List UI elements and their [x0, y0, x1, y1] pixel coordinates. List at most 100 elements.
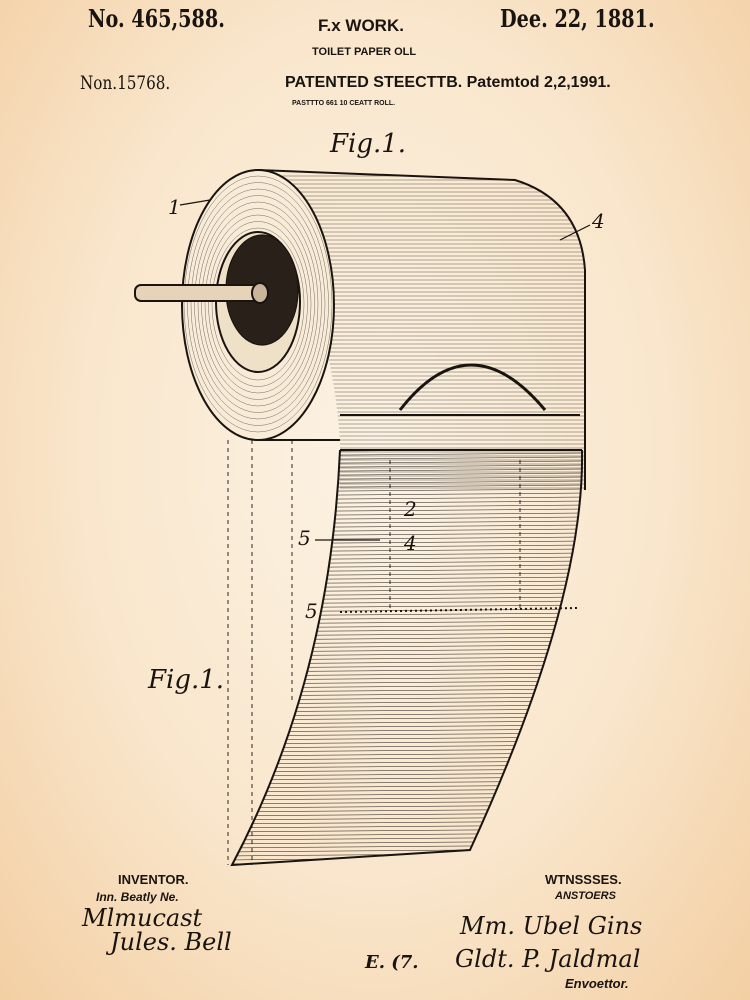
- hatch-line: [232, 656, 583, 661]
- roll-ring: [204, 214, 312, 394]
- hatch-line: [232, 836, 583, 841]
- hatch-line: [232, 560, 583, 565]
- hatch-line: [232, 524, 583, 529]
- small-caption: PASTTTO 661 10 CEATT ROLL.: [292, 100, 396, 107]
- hatch-line: [232, 492, 583, 497]
- hatch-line: [232, 612, 583, 617]
- hatch-line: [232, 792, 583, 797]
- hatch-line: [232, 580, 583, 585]
- hatch-line: [232, 472, 583, 477]
- hatch-line: [232, 708, 583, 713]
- hatch-line: [232, 684, 583, 689]
- hatch-line: [232, 724, 583, 729]
- hatch-line: [232, 696, 583, 701]
- hatch-line: [232, 616, 583, 621]
- hatch-line: [232, 728, 583, 733]
- hatch-line: [232, 752, 583, 757]
- ref-label: 2: [403, 497, 417, 521]
- hatch-line: [232, 664, 583, 669]
- hatch-line: [232, 712, 583, 717]
- hatch-line: [232, 600, 583, 605]
- roll-ring: [183, 175, 333, 433]
- hatch-line: [232, 632, 583, 637]
- hatch-line: [232, 628, 583, 633]
- hatch-line: [232, 620, 583, 625]
- inventor-name: Inn. Beatly Ne.: [96, 890, 179, 904]
- hatch-line: [232, 780, 583, 785]
- hatch-line: [232, 648, 583, 653]
- hatch-line: [232, 668, 583, 673]
- hatch-line: [232, 568, 583, 573]
- hatch-line: [232, 864, 583, 865]
- ref-label: 5: [298, 526, 311, 550]
- hatch-line: [232, 520, 583, 525]
- hatch-line: [232, 596, 583, 601]
- hatch-line: [232, 636, 583, 641]
- hatch-line: [232, 476, 583, 481]
- patent-number: No. 465,588.: [88, 4, 225, 33]
- hatch-line: [232, 716, 583, 721]
- hatch-line: [232, 844, 583, 849]
- roll-ring: [201, 208, 315, 400]
- witness-signature: Gldt. P. Jaldmal: [455, 945, 641, 973]
- hatch-line: [232, 776, 583, 781]
- patent-subtitle: TOILET PAPER OLL: [312, 46, 417, 58]
- ref-label: 4: [591, 209, 605, 233]
- witnesses-label: WTNSSSES.: [545, 872, 622, 887]
- hatch-line: [232, 848, 583, 853]
- hatch-line: [232, 756, 583, 761]
- roll-ring: [190, 188, 326, 420]
- hatch-line: [232, 812, 583, 817]
- patent-date: Dee. 22, 1881.: [500, 4, 655, 33]
- hatch-line: [232, 828, 583, 833]
- hatch-line: [232, 644, 583, 649]
- hatch-line: [232, 468, 583, 473]
- hatch-line: [232, 584, 583, 589]
- inventor-label: INVENTOR.: [118, 872, 189, 887]
- hatch-line: [232, 720, 583, 725]
- patented-line: PATENTED STEECTTB. Patemtod 2,2,1991.: [285, 74, 611, 91]
- hatch-line: [232, 624, 583, 629]
- witness-signature: Mm. Ubel Gins: [460, 912, 643, 940]
- inventor-signature: Jules. Bell: [110, 928, 232, 956]
- mark-text: E. (7.: [365, 952, 419, 973]
- hatch-line: [232, 488, 583, 493]
- hatch-line: [232, 784, 583, 789]
- ref-label: 5: [305, 599, 318, 623]
- fig-label-side: Fig.1.: [147, 665, 224, 695]
- hatch-line: [232, 588, 583, 593]
- hatch-line: [232, 736, 583, 741]
- hatch-line: [232, 464, 583, 469]
- hatch-line: [232, 456, 583, 461]
- hatch-line: [232, 772, 583, 777]
- hatch-line: [232, 804, 583, 809]
- hatch-line: [232, 824, 583, 829]
- hatch-line: [232, 452, 583, 457]
- fig-label-top: Fig.1.: [329, 129, 406, 159]
- hatch-line: [232, 576, 583, 581]
- hatch-line: [232, 808, 583, 813]
- hatch-line: [232, 652, 583, 657]
- hatch-line: [232, 796, 583, 801]
- roll-ring: [187, 182, 329, 426]
- hatch-line: [232, 572, 583, 577]
- witnesses-sub: ANSTOERS: [555, 890, 616, 902]
- roll-ring: [211, 227, 305, 381]
- hatch-line: [232, 604, 583, 609]
- hatch-line: [232, 840, 583, 845]
- hatch-line: [232, 460, 583, 465]
- hatch-line: [232, 672, 583, 677]
- hatch-line: [232, 820, 583, 825]
- hatch-line: [232, 660, 583, 665]
- hatch-line: [232, 680, 583, 685]
- hatch-line: [232, 800, 583, 805]
- hatch-line: [232, 704, 583, 709]
- hatch-line: [232, 816, 583, 821]
- hatch-line: [232, 640, 583, 645]
- hatch-line: [232, 592, 583, 597]
- hatch-line: [232, 480, 583, 485]
- hatch-line: [232, 760, 583, 765]
- hatch-line: [232, 564, 583, 569]
- hatch-line: [232, 744, 583, 749]
